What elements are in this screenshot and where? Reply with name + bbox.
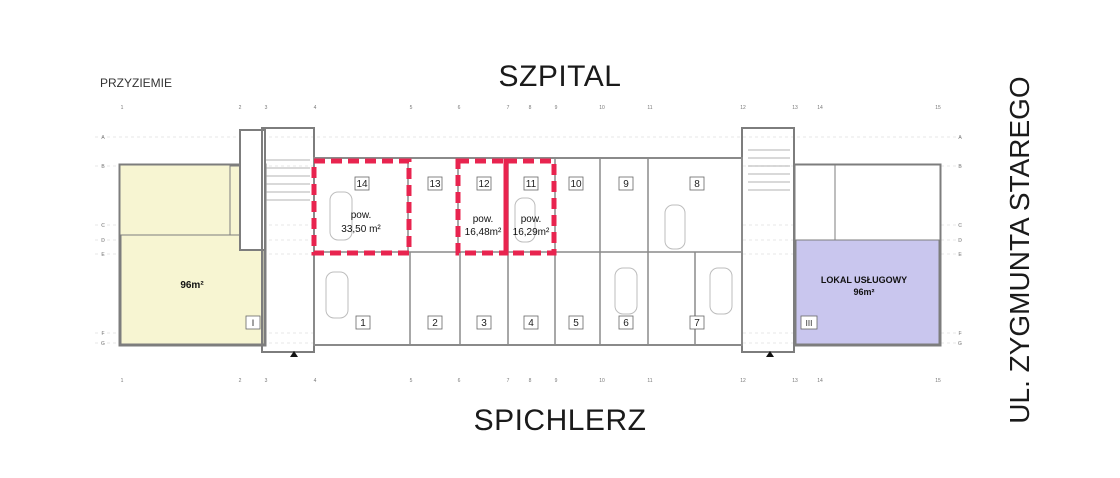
svg-text:5: 5	[410, 105, 413, 111]
bay-number: 1	[360, 318, 366, 329]
bay-number: 10	[570, 179, 582, 190]
highlight-label: pow.	[473, 214, 494, 225]
left-unit-number-box	[245, 315, 261, 330]
svg-text:6: 6	[458, 105, 461, 111]
svg-text:15: 15	[935, 378, 941, 384]
svg-text:7: 7	[507, 378, 510, 384]
right-unit-area: 96m²	[853, 287, 874, 297]
svg-text:14: 14	[817, 105, 823, 111]
svg-text:5: 5	[410, 378, 413, 384]
bay-number: 7	[694, 318, 700, 329]
svg-text:F: F	[958, 331, 961, 337]
highlight-area: 16,48m²	[465, 227, 502, 238]
svg-text:10: 10	[599, 105, 605, 111]
bay-number: 12	[478, 179, 490, 190]
left-stair-core	[239, 129, 266, 251]
bay-number: 4	[528, 318, 534, 329]
svg-text:E: E	[101, 252, 105, 258]
highlight-bay-12	[455, 158, 509, 256]
bay-number: 9	[623, 179, 629, 190]
bay-number: 3	[481, 318, 487, 329]
entrance-marker-icon	[766, 351, 774, 357]
left-unit-service-area	[119, 164, 231, 236]
bottom-neighbor-label: SPICHLERZ	[473, 404, 647, 437]
svg-text:11: 11	[647, 105, 652, 111]
svg-text:8: 8	[529, 105, 532, 111]
car-icon	[329, 191, 353, 241]
right-unit-number: III	[806, 319, 813, 328]
svg-text:D: D	[958, 238, 962, 244]
svg-text:3: 3	[265, 105, 268, 111]
svg-text:C: C	[101, 223, 105, 229]
bay-number: 14	[356, 179, 368, 190]
svg-text:13: 13	[792, 378, 798, 384]
highlighted-bays	[311, 158, 557, 256]
svg-text:B: B	[958, 164, 962, 170]
column-axis-labels: 1 2 3 4 5 6 7 8 9 10 11 12 13 14 15	[121, 105, 941, 111]
car-icon	[709, 267, 733, 315]
svg-text:3: 3	[265, 378, 268, 384]
svg-text:2: 2	[239, 378, 242, 384]
svg-text:4: 4	[314, 105, 317, 111]
svg-text:8: 8	[529, 378, 532, 384]
column-axis-labels-bottom: 1 2 3 4 5 6 7 8 9 10 11 12 13 14 15	[121, 378, 941, 384]
car-icon	[664, 204, 686, 250]
highlight-area: 33,50 m²	[341, 224, 381, 235]
highlight-area: 16,29m²	[513, 227, 550, 238]
svg-text:G: G	[958, 341, 962, 347]
svg-text:9: 9	[555, 378, 558, 384]
svg-text:11: 11	[647, 378, 652, 384]
bay-number: 13	[429, 179, 441, 190]
svg-text:B: B	[101, 164, 105, 170]
svg-text:F: F	[101, 331, 104, 337]
svg-text:9: 9	[555, 105, 558, 111]
svg-text:E: E	[958, 252, 962, 258]
svg-text:13: 13	[792, 105, 798, 111]
top-neighbor-label: SZPITAL	[498, 60, 622, 93]
svg-text:14: 14	[817, 378, 823, 384]
svg-text:C: C	[958, 223, 962, 229]
svg-text:7: 7	[507, 105, 510, 111]
svg-text:1: 1	[121, 378, 124, 384]
right-unit-number-box	[800, 315, 818, 330]
left-unit-area: 96m²	[180, 280, 204, 291]
left-unit-number: I	[252, 318, 255, 328]
entrance-marker-icon	[290, 351, 298, 357]
svg-text:A: A	[958, 135, 962, 141]
svg-text:12: 12	[740, 378, 746, 384]
svg-text:6: 6	[458, 378, 461, 384]
car-icon	[614, 267, 638, 315]
svg-text:D: D	[101, 238, 105, 244]
bay-number: 8	[694, 179, 700, 190]
bay-number: 6	[623, 318, 629, 329]
car-icon	[325, 271, 349, 319]
right-unit-name: LOKAL USŁUGOWY	[821, 275, 907, 285]
svg-text:4: 4	[314, 378, 317, 384]
highlight-label: pow.	[351, 210, 372, 221]
row-axis-labels: A B C D E F G A B C D E F G	[101, 135, 962, 347]
car-icon	[514, 197, 536, 243]
floor-label: PRZYZIEMIE	[100, 76, 173, 90]
highlight-label: pow.	[521, 214, 542, 225]
highlight-bay-14	[311, 158, 412, 256]
svg-text:A: A	[101, 135, 105, 141]
bay-number: 5	[573, 318, 579, 329]
bay-number: 11	[526, 179, 537, 190]
right-unit-service-area	[831, 164, 941, 241]
svg-text:12: 12	[740, 105, 746, 111]
svg-text:2: 2	[239, 105, 242, 111]
svg-text:1: 1	[121, 105, 124, 111]
svg-text:G: G	[101, 341, 105, 347]
svg-text:15: 15	[935, 105, 941, 111]
bay-number: 2	[432, 318, 438, 329]
svg-text:10: 10	[599, 378, 605, 384]
highlight-bay-11	[503, 158, 557, 256]
